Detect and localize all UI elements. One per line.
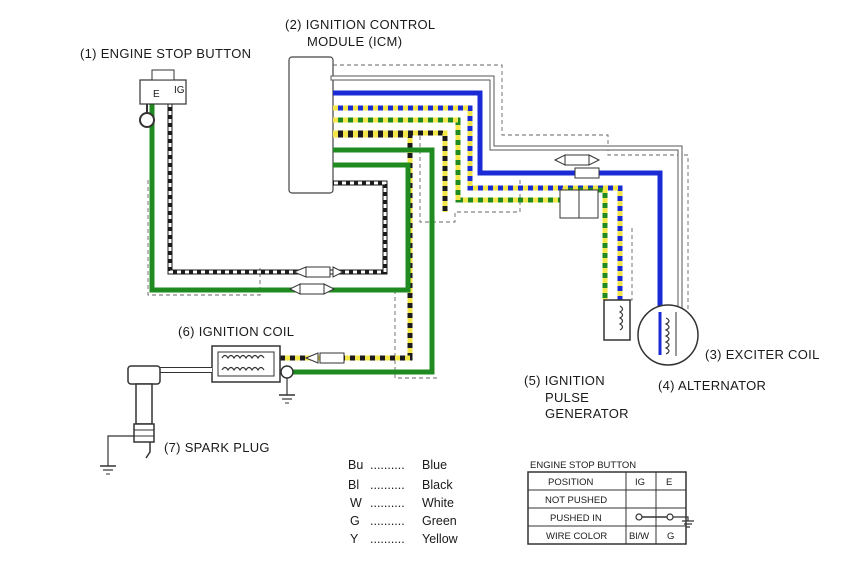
pulse-generator-symbol [603,299,631,341]
table-row-label: PUSHED IN [550,513,602,524]
terminal-ig-label: IG [174,85,185,96]
label-icm-line1: (2) IGNITION CONTROL [285,17,435,32]
ground-icon [673,516,694,528]
engine-stop-button-table: ENGINE STOP BUTTON POSITION IG E NOT PUS… [527,460,694,545]
legend-dots: .......... [370,496,405,510]
spark-plug-symbol [100,365,212,475]
table-row-label: NOT PUSHED [545,495,607,506]
terminal-e-label: E [153,89,160,100]
table-header-ig: IG [635,477,645,488]
legend-code: Bu [348,458,363,472]
color-legend: Bu .......... Blue Bl .......... Black W… [348,458,459,546]
legend-dots: .......... [370,514,405,528]
legend-code: Y [350,532,359,546]
label-exciter-coil: (3) EXCITER COIL [705,347,820,362]
legend-name: Blue [422,458,447,472]
table-title: ENGINE STOP BUTTON [530,460,636,471]
continuity-dot-e [666,513,674,521]
label-spark-plug: (7) SPARK PLUG [164,440,270,455]
blue-yellow-wire [333,105,623,300]
label-icm-line2: MODULE (ICM) [307,34,402,49]
table-row-label: WIRE COLOR [546,531,607,542]
continuity-dot-ig [635,513,643,521]
white-wire [330,75,683,313]
label-pulse-generator-line3: GENERATOR [545,406,629,421]
connectors [288,154,601,364]
label-pulse-generator-line2: PULSE [545,390,589,405]
legend-name: Green [422,514,457,528]
black-white-wire [167,95,388,275]
table-header-e: E [666,477,672,488]
blue-wire [333,90,663,312]
harness-outline [147,64,689,379]
legend-code: W [350,496,362,510]
table-cell-ig-color: Bl/W [629,531,649,542]
label-engine-stop-button: (1) ENGINE STOP BUTTON [80,46,251,61]
green-wire [149,95,435,375]
legend-name: White [422,496,454,510]
ignition-coil-symbol [211,345,295,404]
legend-code: Bl [348,478,359,492]
legend-name: Yellow [422,532,459,546]
legend-code: G [350,514,360,528]
legend-dots: .......... [370,478,405,492]
legend-dots: .......... [370,532,405,546]
label-alternator: (4) ALTERNATOR [658,378,766,393]
table-header-position: POSITION [548,477,594,488]
table-cell-e-color: G [667,531,674,542]
engine-stop-button-symbol: E IG [139,69,187,128]
legend-name: Black [422,478,453,492]
label-pulse-generator-line1: (5) IGNITION [524,373,605,388]
legend-dots: .......... [370,458,405,472]
label-ignition-coil: (6) IGNITION COIL [178,324,294,339]
alternator-symbol [637,304,699,366]
icm-box [288,56,334,194]
